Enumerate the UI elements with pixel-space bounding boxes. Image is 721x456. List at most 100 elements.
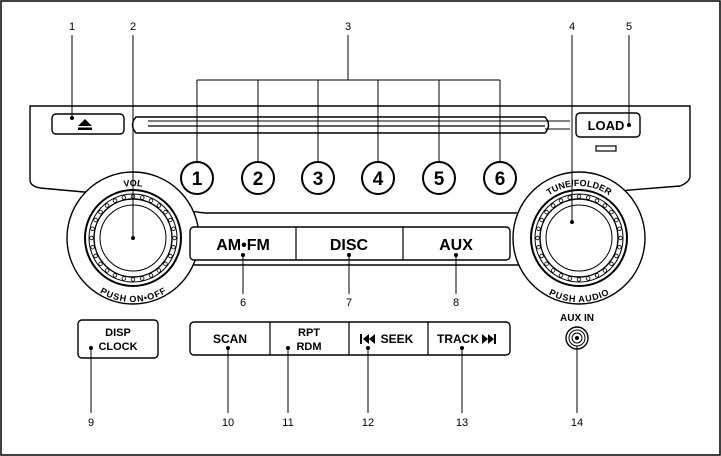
eject-icon [78, 119, 92, 130]
grip-dot [90, 245, 95, 250]
preset-label-2: 2 [253, 169, 264, 190]
grip-dot [617, 226, 622, 231]
callout-4: 4 [569, 21, 575, 33]
callout-12: 12 [362, 417, 374, 429]
aux-in-jack[interactable] [565, 326, 589, 350]
track-label: TRACK [437, 332, 479, 346]
callout-10: 10 [222, 417, 234, 429]
grip-dot [544, 209, 549, 215]
grip-dot [112, 198, 118, 203]
disp-label: DISP [105, 327, 131, 339]
grip-dot [539, 217, 544, 223]
preset-button-2[interactable]: 2 [241, 161, 275, 195]
grip-dot [98, 209, 103, 215]
skip-forward-icon [482, 334, 496, 344]
source-button-group [189, 226, 511, 261]
grip-dot [172, 235, 177, 241]
callout-2: 2 [130, 21, 136, 33]
callout-dots [70, 116, 631, 350]
grip-dot [121, 195, 126, 200]
am-fm-label: AM•FM [216, 237, 270, 254]
grip-dot [536, 245, 541, 250]
grip-dot [171, 245, 176, 250]
preset-label-4: 4 [373, 169, 384, 190]
grip-dot [614, 217, 619, 223]
grip-dot [104, 268, 110, 273]
callout-leaders [71, 35, 630, 413]
preset-label-3: 3 [313, 169, 324, 190]
grip-dot [609, 209, 614, 215]
preset-button-3[interactable]: 3 [301, 161, 335, 195]
grip-dot [98, 261, 103, 267]
load-button[interactable] [575, 112, 641, 138]
grip-dot [140, 276, 145, 281]
callout-1: 1 [69, 21, 75, 33]
aux-label: AUX [439, 237, 473, 254]
grip-dot [168, 217, 173, 223]
tune-folder-knob[interactable] [512, 171, 646, 305]
disc-label: DISC [330, 237, 369, 254]
grip-dot [93, 253, 98, 259]
callout-6: 6 [240, 297, 246, 309]
grip-dot [156, 203, 162, 208]
grip-dot [536, 226, 541, 231]
grip-dot [148, 198, 154, 203]
preset-label-1: 1 [192, 169, 203, 190]
indicator-light [595, 145, 617, 152]
preset-label-5: 5 [434, 169, 445, 190]
grip-dot [567, 195, 572, 200]
grip-dot [171, 226, 176, 231]
grip-dot [121, 276, 126, 281]
load-label: LOAD [588, 118, 625, 133]
grip-dot [594, 198, 600, 203]
grip-dot [168, 253, 173, 259]
grip-dot [594, 273, 600, 278]
grip-dot [104, 203, 110, 208]
callout-9: 9 [88, 417, 94, 429]
grip-dot [130, 277, 136, 282]
grip-dot [90, 226, 95, 231]
skip-back-icon [360, 334, 375, 344]
grip-dot [89, 235, 94, 241]
grip-dot [558, 273, 564, 278]
grip-dot [539, 253, 544, 259]
grip-dot [156, 268, 162, 273]
callout-11: 11 [282, 417, 293, 429]
preset-button-5[interactable]: 5 [422, 161, 456, 195]
grip-dot [576, 194, 582, 199]
grip-dot [112, 273, 118, 278]
grip-dot [576, 277, 582, 282]
grip-dot [140, 195, 145, 200]
callout-8: 8 [453, 297, 459, 309]
grip-dot [163, 209, 168, 215]
grip-dot [614, 253, 619, 259]
callout-14: 14 [571, 417, 583, 429]
seek-label: SEEK [381, 332, 414, 346]
callout-13: 13 [456, 417, 468, 429]
grip-dot [602, 203, 608, 208]
grip-dot [586, 195, 591, 200]
disp-clock-button[interactable] [77, 319, 159, 359]
rdm-label: RDM [296, 341, 321, 353]
callout-7: 7 [346, 297, 352, 309]
grip-dot [609, 261, 614, 267]
clock-label: CLOCK [98, 341, 137, 353]
preset-button-4[interactable]: 4 [361, 161, 395, 195]
grip-dot [148, 273, 154, 278]
volume-knob-grip [89, 194, 177, 282]
callout-5: 5 [626, 21, 632, 33]
grip-dot [550, 268, 556, 273]
grip-dot [535, 235, 540, 241]
grip-dot [163, 261, 168, 267]
grip-dot [617, 245, 622, 250]
grip-dot [586, 276, 591, 281]
grip-dot [618, 235, 623, 241]
grip-dot [567, 276, 572, 281]
tune-knob-grip [535, 194, 623, 282]
preset-button-6[interactable]: 6 [483, 161, 517, 195]
aux-in-label: AUX IN [560, 313, 594, 324]
preset-button-1[interactable]: 1 [180, 161, 214, 195]
